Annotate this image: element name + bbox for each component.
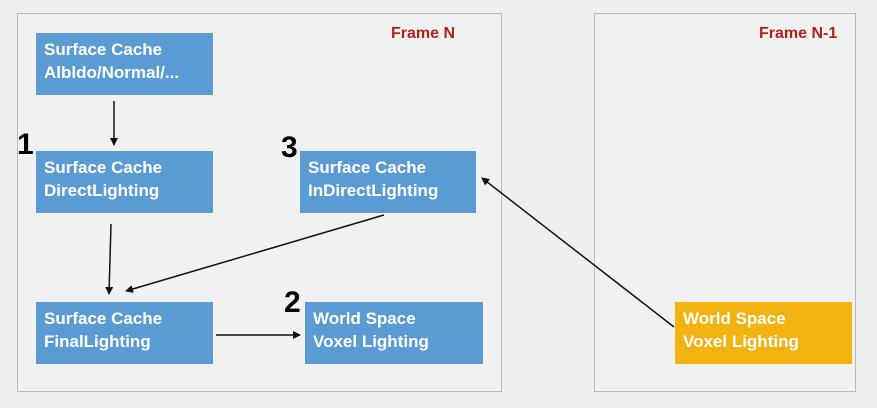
box-line-1: World Space <box>313 309 416 328</box>
arrow-indirect-to-final <box>125 214 385 293</box>
box-line-1: Surface Cache <box>44 309 163 328</box>
box-line-2: Albldo/Normal/... <box>44 63 180 82</box>
previous-world-space-voxel-lighting-box: World Space Voxel Lighting <box>675 302 852 364</box>
box-line-2: FinalLighting <box>44 332 151 351</box>
arrow-prev-voxel-to-indirect <box>481 177 675 328</box>
step-number-3: 3 <box>281 131 298 164</box>
box-line-1: World Space <box>683 309 786 328</box>
world-space-voxel-lighting-box: World Space Voxel Lighting <box>305 302 483 364</box>
box-line-2: InDirectLighting <box>308 181 439 200</box>
surface-cache-final-lighting-box: Surface Cache FinalLighting <box>36 302 213 364</box>
step-number-2: 2 <box>284 286 301 319</box>
box-line-2: DirectLighting <box>44 181 160 200</box>
box-line-1: Surface Cache <box>44 158 163 177</box>
surface-cache-indirect-lighting-box: Surface Cache InDirectLighting <box>300 151 476 213</box>
box-line-1: Surface Cache <box>44 40 163 59</box>
box-line-1: Surface Cache <box>308 158 427 177</box>
surface-cache-direct-lighting-box: Surface Cache DirectLighting <box>36 151 213 213</box>
box-line-2: Voxel Lighting <box>683 332 799 351</box>
box-line-2: Voxel Lighting <box>313 332 429 351</box>
arrow-direct-to-final <box>105 223 114 295</box>
step-number-1: 1 <box>17 128 34 161</box>
frame-n-label: Frame N <box>391 25 456 42</box>
frame-n-minus-1-label: Frame N-1 <box>759 25 838 42</box>
surface-cache-albedo-box: Surface Cache Albldo/Normal/... <box>36 33 213 95</box>
